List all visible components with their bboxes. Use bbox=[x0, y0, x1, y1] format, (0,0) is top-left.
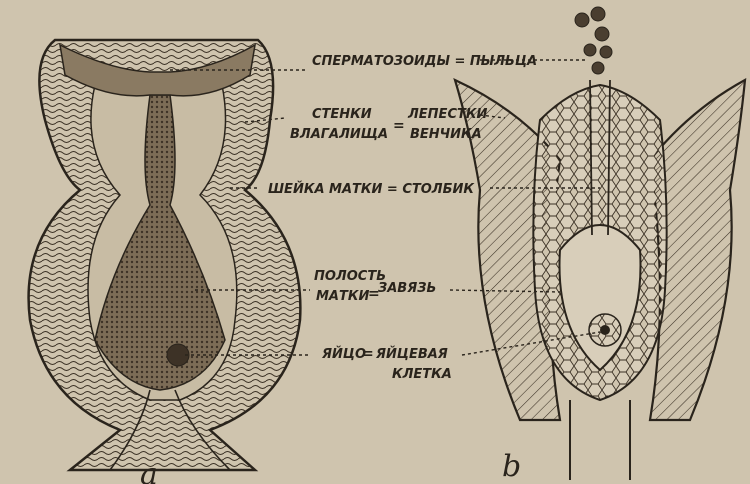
label-petals-1: ЛЕПЕСТКИ bbox=[407, 107, 487, 122]
label-ovary: ЗАВЯЗЬ bbox=[378, 281, 436, 296]
uterus-figure bbox=[29, 40, 301, 470]
label-walls-1: СТЕНКИ bbox=[312, 107, 372, 122]
label-egg: ЯЙЦО bbox=[321, 346, 366, 362]
label-cavity-1: ПОЛОСТЬ bbox=[314, 269, 386, 284]
label-sperm: СПЕРМАТОЗОИДЫ = ПЫЛЬЦА bbox=[312, 54, 537, 69]
label-petals-2: ВЕНЧИКА bbox=[410, 127, 482, 142]
label-eq3: = bbox=[362, 346, 374, 362]
figure-letter-left: а bbox=[140, 457, 158, 484]
flower-egg-cell bbox=[600, 325, 610, 335]
label-walls-2: ВЛАГАЛИЩА bbox=[290, 127, 388, 142]
flower-stalk bbox=[570, 400, 630, 480]
flower-figure bbox=[455, 7, 745, 480]
figure-letter-right: b bbox=[502, 449, 521, 484]
label-cavity-2: МАТКИ bbox=[316, 289, 369, 304]
label-eggcell-2: КЛЕТКА bbox=[392, 367, 452, 382]
label-neck: ШЕЙКА МАТКИ = СТОЛБИК bbox=[268, 181, 475, 197]
pollen-grains bbox=[575, 7, 612, 74]
label-eq1: = bbox=[393, 118, 405, 134]
label-eggcell-1: ЯЙЦЕВАЯ bbox=[375, 346, 448, 362]
